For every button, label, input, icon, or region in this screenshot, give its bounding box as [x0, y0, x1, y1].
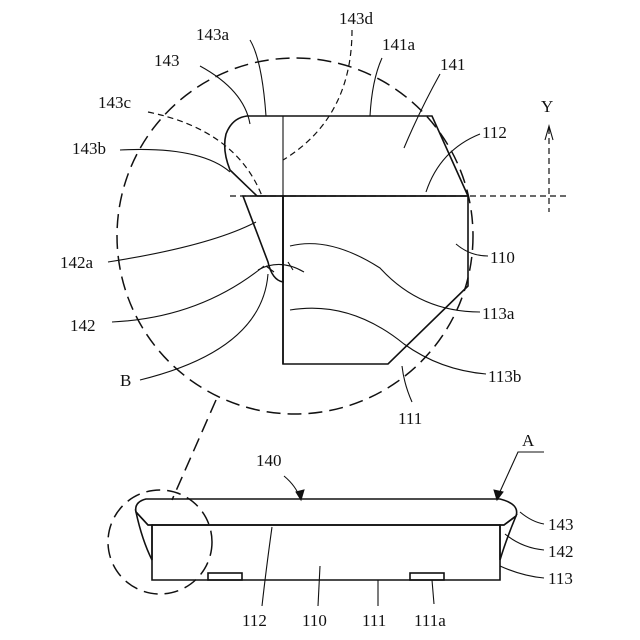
label-113b: 113b	[488, 367, 521, 386]
left-side-portion	[136, 512, 152, 560]
right-side-portion	[500, 516, 516, 560]
full-section-view-a	[108, 452, 544, 606]
label-141a: 141a	[382, 35, 416, 54]
leader-143	[200, 66, 250, 124]
leader-113-bottom	[500, 566, 544, 578]
leader-143b	[120, 149, 230, 172]
curve-143d	[283, 30, 352, 160]
label-111a: 111a	[414, 611, 446, 630]
label-143b: 143b	[72, 139, 106, 158]
label-110-top: 110	[490, 248, 515, 267]
leader-142-top	[112, 266, 264, 322]
label-113a: 113a	[482, 304, 515, 323]
label-143a: 143a	[196, 25, 230, 44]
leader-141a	[370, 58, 382, 116]
leader-b	[140, 274, 268, 380]
top-layer-140	[136, 499, 517, 525]
label-143: 143	[154, 51, 180, 70]
label-143c: 143c	[98, 93, 132, 112]
label-b: B	[120, 371, 131, 390]
notch-111a	[410, 573, 444, 580]
label-y: Y	[541, 97, 553, 116]
detail-circle-b-marker	[108, 490, 212, 594]
label-111-bottom: 111	[362, 611, 386, 630]
detail-connector-line	[172, 400, 216, 500]
label-142a: 142a	[60, 253, 94, 272]
leader-111a	[432, 580, 434, 604]
label-141: 141	[440, 55, 466, 74]
leader-a	[498, 452, 544, 496]
leader-142a	[108, 222, 256, 262]
leader-143a	[250, 40, 266, 116]
label-142-bottom: 142	[548, 542, 574, 561]
label-110-bottom: 110	[302, 611, 327, 630]
detail-view-b	[108, 30, 570, 414]
label-111-top: 111	[398, 409, 422, 428]
label-112-top: 112	[482, 123, 507, 142]
label-112-bottom: 112	[242, 611, 267, 630]
leader-142-bottom	[505, 534, 544, 550]
label-142-top: 142	[70, 316, 96, 335]
label-113-bottom: 113	[548, 569, 573, 588]
detail-boundary-circle	[117, 58, 473, 414]
leader-143-bottom	[520, 512, 544, 524]
label-a: A	[522, 431, 535, 450]
layer-141-section	[225, 116, 468, 196]
side-portion-142	[243, 196, 283, 282]
leader-112-bottom	[262, 527, 272, 606]
label-143d: 143d	[339, 9, 374, 28]
substrate-110-body	[152, 525, 500, 580]
notch-left	[208, 573, 242, 580]
label-140: 140	[256, 451, 282, 470]
angle-arc-mark	[258, 264, 304, 272]
label-143-bottom: 143	[548, 515, 574, 534]
leader-110-bottom	[318, 566, 320, 606]
